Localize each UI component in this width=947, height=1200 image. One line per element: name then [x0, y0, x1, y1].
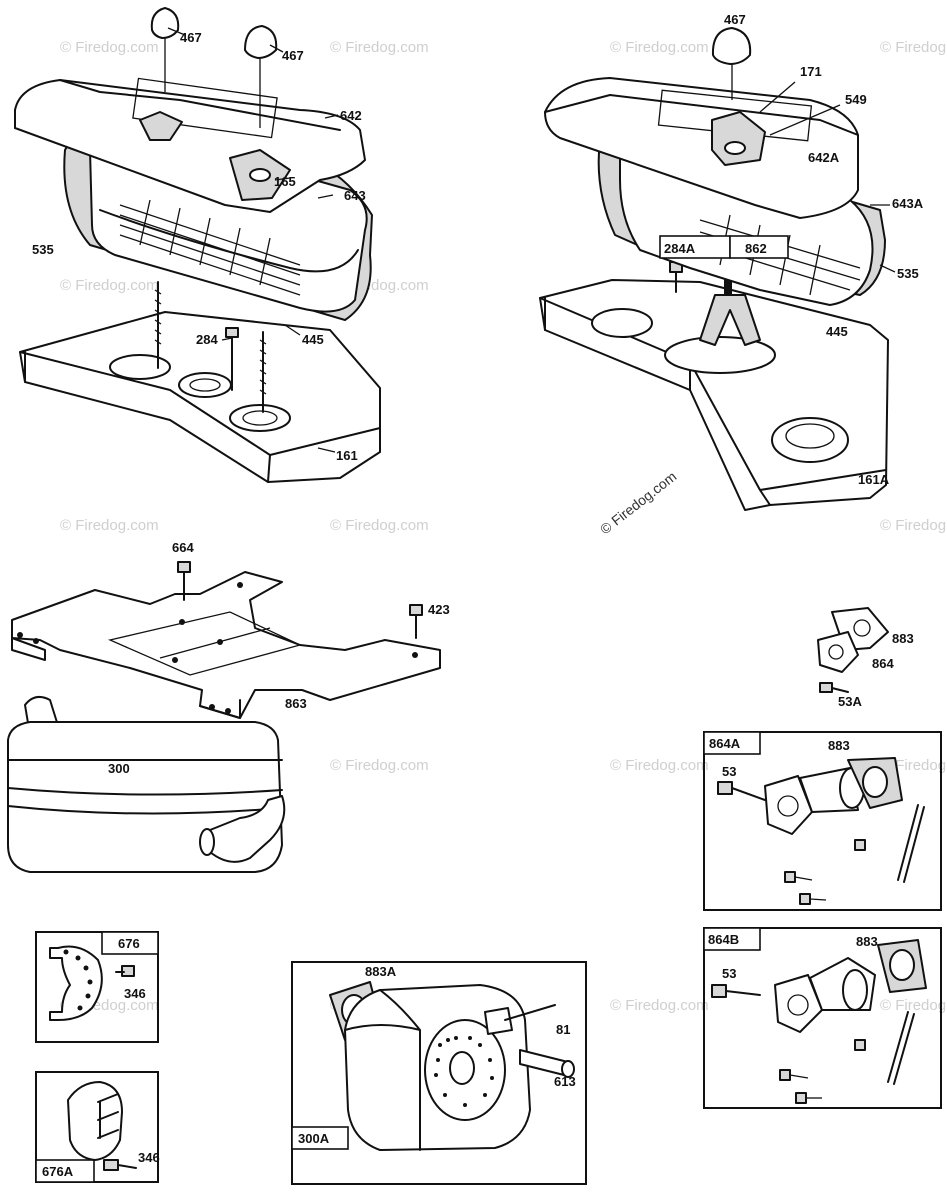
tag-box — [703, 731, 761, 755]
exhaust-elbow-small — [817, 607, 889, 693]
watermark: © Firedog.com — [610, 997, 709, 1014]
callout-467: 467 — [180, 30, 202, 45]
callout-161: 161 — [336, 448, 358, 463]
callout-165: 165 — [274, 174, 296, 189]
kit-box-300A — [291, 961, 587, 1185]
callout-161A: 161A — [858, 472, 890, 487]
callout-864A: 864A — [709, 736, 741, 751]
tag-box — [101, 931, 159, 955]
air-cleaner-assembly-right — [539, 27, 896, 511]
watermark: © Firedog.com — [880, 517, 947, 534]
callout-300A: 300A — [298, 1131, 330, 1146]
callout-445: 445 — [302, 332, 324, 347]
callout-862: 862 — [745, 241, 767, 256]
callout-883: 883 — [892, 631, 914, 646]
callout-171: 171 — [800, 64, 822, 79]
callout-883A: 883A — [365, 964, 397, 979]
air-cleaner-assembly-left — [14, 7, 381, 483]
callout-642: 642 — [340, 108, 362, 123]
callout-883: 883 — [828, 738, 850, 753]
watermark: © Firedog.com — [330, 517, 429, 534]
tag-box — [703, 927, 761, 951]
callout-53: 53 — [722, 764, 736, 779]
watermark: © Firedog.com — [60, 39, 159, 56]
callout-300: 300 — [108, 761, 130, 776]
watermark: © Firedog.com — [330, 39, 429, 56]
callout-863: 863 — [285, 696, 307, 711]
callout-864B: 864B — [708, 932, 739, 947]
watermark: © Firedog.com — [880, 39, 947, 56]
callout-467: 467 — [282, 48, 304, 63]
watermark: © Firedog.com — [597, 468, 679, 537]
callout-642A: 642A — [808, 150, 840, 165]
kit-box-676A — [35, 1071, 159, 1183]
muffler-guard-676 — [49, 945, 135, 1021]
muffler-300A — [329, 981, 575, 1151]
callout-864: 864 — [872, 656, 894, 671]
callout-664: 664 — [172, 540, 194, 555]
callout-53: 53 — [722, 966, 736, 981]
callout-445: 445 — [826, 324, 848, 339]
exhaust-elbow-864A — [717, 757, 925, 905]
exhaust-elbow-864B — [711, 939, 927, 1104]
callout-643: 643 — [344, 188, 366, 203]
muffler — [7, 695, 286, 873]
callout-643A: 643A — [892, 196, 924, 211]
watermark: © Firedog.com — [610, 757, 709, 774]
tag-box — [729, 235, 789, 259]
callout-346: 346 — [138, 1150, 160, 1165]
tag-box — [291, 1126, 349, 1150]
watermark: © Firedog.com — [60, 517, 159, 534]
callout-284A: 284A — [664, 241, 696, 256]
callout-613: 613 — [554, 1074, 576, 1089]
callout-346: 346 — [124, 986, 146, 1001]
watermark: © Firedog.com — [330, 757, 429, 774]
kit-box-864A — [703, 731, 942, 911]
callout-467: 467 — [724, 12, 746, 27]
watermark: © Firedog.com — [610, 39, 709, 56]
callout-883: 883 — [856, 934, 878, 949]
callout-535: 535 — [897, 266, 919, 281]
kit-box-864B — [703, 927, 942, 1109]
callout-284: 284 — [196, 332, 218, 347]
callout-81: 81 — [556, 1022, 570, 1037]
callout-423: 423 — [428, 602, 450, 617]
watermark: © Firedog.com — [60, 277, 159, 294]
callout-549: 549 — [845, 92, 867, 107]
callout-535: 535 — [32, 242, 54, 257]
callout-676: 676 — [118, 936, 140, 951]
muffler-bracket — [11, 561, 441, 719]
callout-53A: 53A — [838, 694, 862, 709]
kit-box-676 — [35, 931, 159, 1043]
tag-box — [35, 1159, 95, 1183]
watermark: © Firedog.com — [880, 997, 947, 1014]
callout-676A: 676A — [42, 1164, 74, 1179]
muffler-guard-676A — [67, 1081, 137, 1171]
